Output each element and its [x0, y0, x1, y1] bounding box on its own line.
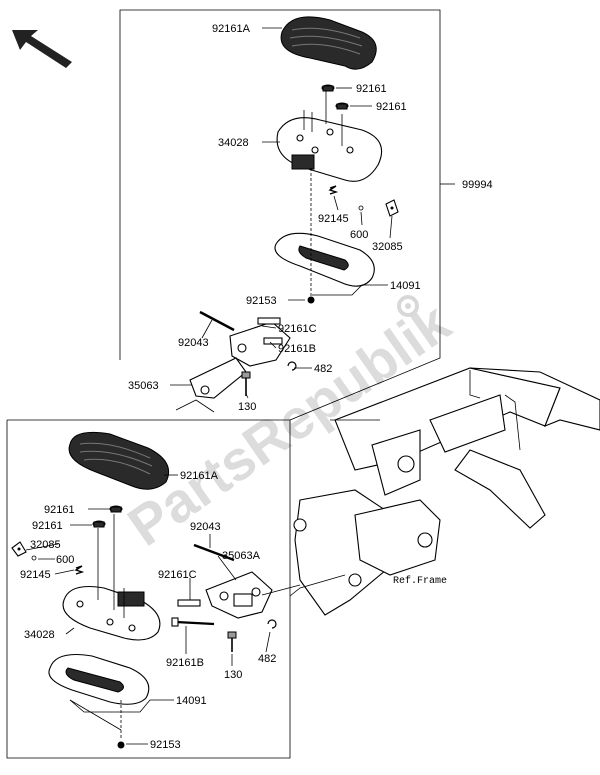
- upper-label-group: 99994: [462, 179, 493, 191]
- upper-board-cover: [280, 16, 377, 70]
- lower-bolt: [227, 631, 237, 652]
- upper-grommet-a: [321, 84, 335, 92]
- upper-label-rubber: 14091: [390, 280, 421, 292]
- lower-bracket: [205, 571, 273, 619]
- lower-board: [62, 514, 161, 641]
- lower-nut: [117, 741, 125, 749]
- reference-frame: Ref.Frame: [289, 367, 600, 616]
- lower-label-clip: 32085: [30, 539, 61, 551]
- lower-label-board: 34028: [24, 629, 55, 641]
- lower-label-bracket: 35063A: [222, 550, 261, 562]
- lower-grommet-a: [109, 505, 123, 513]
- upper-ball: [358, 205, 364, 211]
- upper-label-bracket: 35063: [128, 380, 159, 392]
- lower-rubber-c: [177, 599, 201, 607]
- upper-label-rubber-b: 92161B: [278, 343, 316, 355]
- upper-spring: [328, 185, 339, 195]
- lower-label-ring: 482: [258, 653, 276, 665]
- lower-spring: [74, 565, 85, 575]
- lower-label-rubber-c: 92161C: [158, 569, 197, 581]
- lower-label-bolt: 130: [224, 669, 242, 681]
- upper-label-grommet-b: 92161: [376, 101, 407, 113]
- upper-label-grommet-a: 92161: [356, 83, 387, 95]
- lower-label-ball: 600: [56, 554, 74, 566]
- lower-rubber: [48, 653, 150, 705]
- lower-label-grommet-b: 92161: [32, 520, 63, 532]
- upper-label-clip: 32085: [372, 241, 403, 253]
- lower-label-pin: 92043: [190, 521, 221, 533]
- upper-panel-border: [119, 9, 441, 421]
- lower-label-nut: 92153: [150, 739, 181, 751]
- lower-label-board-cover: 92161A: [180, 470, 219, 482]
- upper-ring: [287, 361, 297, 371]
- upper-label-bolt: 130: [238, 401, 256, 413]
- lower-label-grommet-a: 92161: [44, 504, 75, 516]
- ref-frame-label: Ref.Frame: [393, 575, 447, 587]
- lower-label-rubber: 14091: [176, 695, 207, 707]
- lower-pin: [193, 543, 235, 562]
- watermark-gear-icon: [397, 295, 419, 317]
- lower-label-spring: 92145: [20, 569, 51, 581]
- upper-clip: [385, 199, 399, 217]
- upper-label-nut: 92153: [246, 295, 277, 307]
- lower-ball: [31, 555, 37, 561]
- lower-rubber-b: [171, 617, 215, 627]
- lower-label-rubber-b: 92161B: [166, 657, 204, 669]
- upper-rubber: [274, 232, 375, 287]
- arrow-front-icon: [12, 30, 72, 68]
- upper-label-ball: 600: [350, 229, 368, 241]
- upper-bracket: [189, 317, 291, 399]
- upper-grommet-b: [335, 102, 349, 110]
- upper-label-board-cover: 92161A: [212, 23, 251, 35]
- upper-label-spring: 92145: [318, 213, 349, 225]
- lower-ring: [267, 619, 277, 629]
- lower-board-cover: [68, 431, 170, 490]
- upper-nut: [307, 296, 315, 304]
- lower-grommet-b: [92, 520, 106, 528]
- upper-bolt: [241, 371, 251, 396]
- upper-pin: [199, 310, 235, 332]
- upper-label-pin: 92043: [178, 337, 209, 349]
- lower-panel-border: [6, 419, 291, 759]
- upper-label-ring: 482: [314, 363, 332, 375]
- upper-label-board: 34028: [218, 137, 249, 149]
- upper-label-rubber-c: 92161C: [278, 323, 317, 335]
- lower-clip: [11, 541, 27, 557]
- upper-board: [276, 91, 383, 182]
